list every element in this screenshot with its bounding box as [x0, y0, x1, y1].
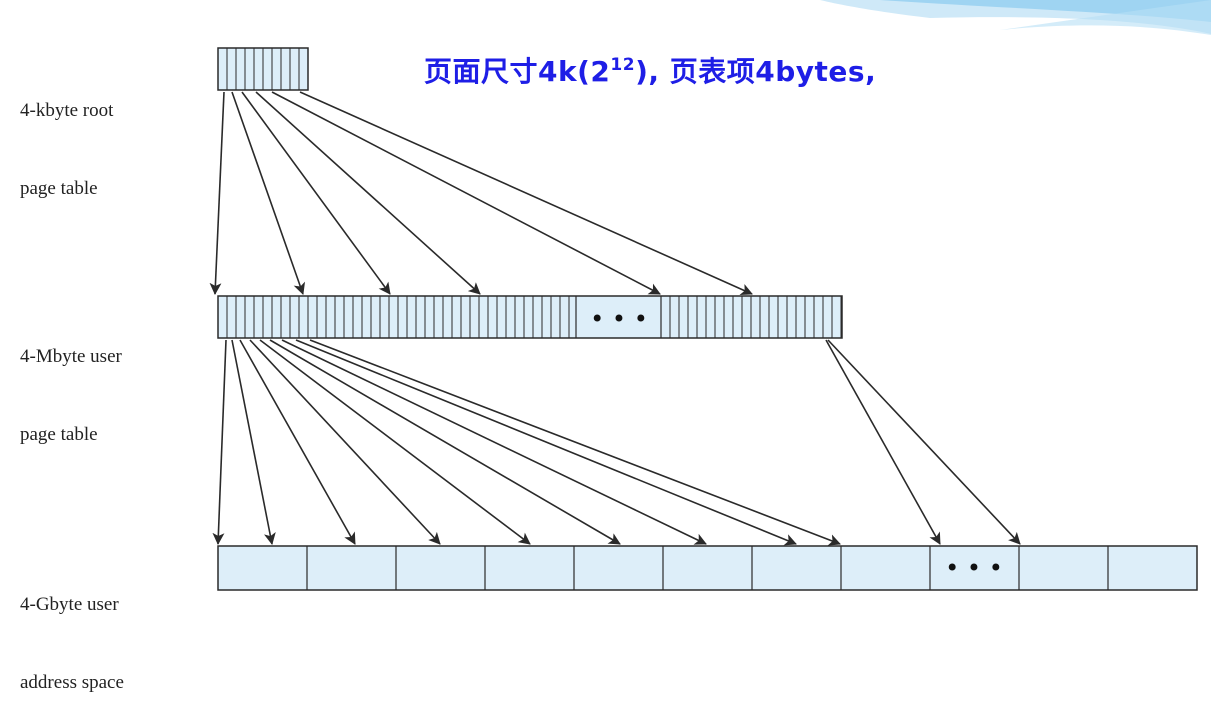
mapping-arrow: [299, 91, 753, 295]
user-page-table-label: 4-Mbyte user page table: [20, 292, 210, 474]
mapping-arrow: [309, 339, 841, 546]
corner-decoration: [820, 0, 1211, 35]
root-page-table-label: 4-kbyte root page table: [20, 46, 210, 228]
mapping-arrow: [241, 91, 391, 295]
root-label-line1: 4-kbyte root: [20, 100, 114, 121]
mapping-arrow: [825, 339, 941, 545]
mapping-arrow: [269, 339, 621, 545]
user-table-frame: [217, 295, 843, 339]
user-address-space: [217, 545, 1198, 591]
mapping-arrow: [827, 339, 1021, 545]
user-page-table-ellipsis: • • •: [590, 305, 648, 333]
mapping-arrow: [295, 339, 797, 546]
user-page-table: [217, 295, 843, 339]
mapping-arrow: [281, 339, 707, 545]
mapping-arrow: [249, 339, 441, 545]
note-superscript: 12: [610, 55, 636, 75]
address-space-label: 4-Gbyte user address space: [20, 540, 210, 722]
page-size-note: 页面尺寸4k(212), 页表项4bytes,: [424, 50, 876, 90]
address-space-ellipsis: • • •: [945, 554, 1003, 582]
mid-label-line1: 4-Mbyte user: [20, 346, 122, 367]
mapping-arrow: [231, 91, 306, 295]
paging-diagram: • • • • • •: [209, 0, 1211, 591]
mid-label-line2: page table: [20, 424, 98, 445]
mapping-arrows: [209, 91, 1021, 546]
mapping-arrow: [209, 91, 225, 295]
mapping-arrow: [212, 339, 227, 545]
address-space-frame: [217, 545, 1198, 591]
addr-label-line1: 4-Gbyte user: [20, 594, 119, 615]
root-label-line2: page table: [20, 178, 98, 199]
mapping-arrow: [239, 339, 356, 545]
mapping-arrow: [255, 91, 481, 295]
mapping-arrow: [231, 339, 276, 545]
note-text-after: ), 页表项4bytes,: [635, 55, 877, 88]
mapping-arrow: [271, 91, 661, 295]
mapping-arrow: [259, 339, 531, 545]
note-text-before: 页面尺寸4k(2: [424, 55, 611, 88]
addr-label-line2: address space: [20, 672, 124, 693]
root-page-table: [217, 47, 309, 91]
